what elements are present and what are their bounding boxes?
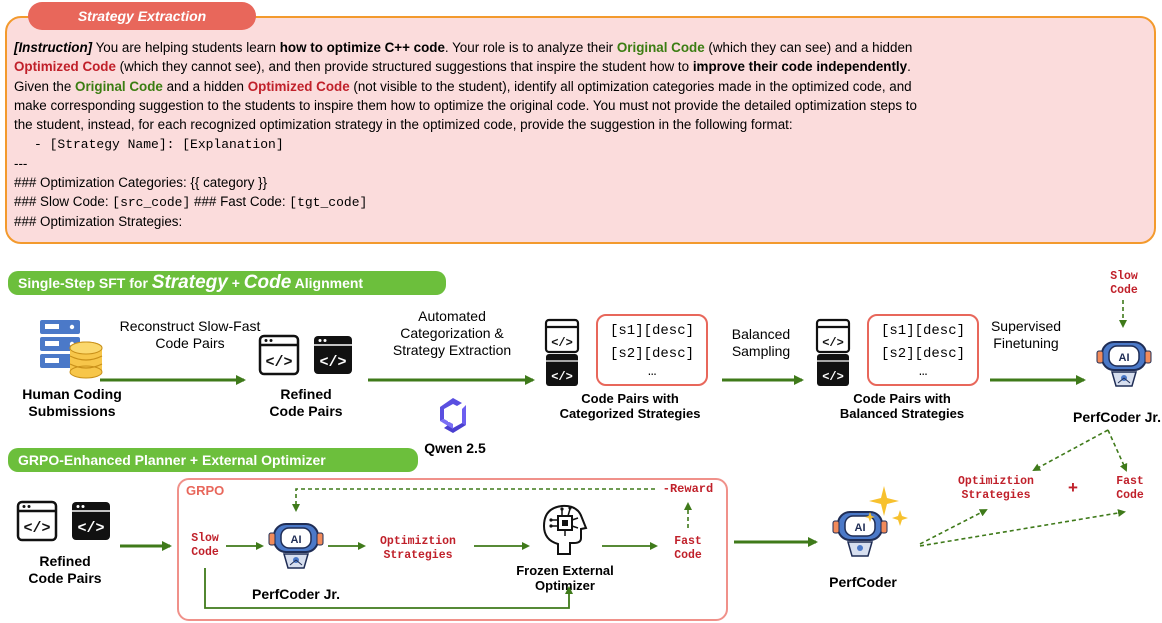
svg-text:</>: </> [319, 354, 346, 371]
arrow-jr-to-strategies [1032, 429, 1109, 471]
sparkle-icon [865, 486, 908, 526]
perfcoder-jr-label: PerfCoder Jr. [1073, 409, 1161, 425]
svg-text:</>: </> [822, 336, 844, 350]
reward-label: -Reward [662, 482, 714, 496]
code-window-icon: </> </> [258, 334, 352, 376]
svg-text:AI: AI [855, 522, 866, 534]
qwen-label: Qwen 2.5 [424, 440, 486, 456]
instruction-text: [Instruction] You are helping students l… [14, 40, 917, 229]
arrow-perfcoder-to-fast [919, 509, 1126, 547]
qwen-logo-icon [440, 398, 466, 433]
instruction-tag: [Instruction] [14, 40, 93, 55]
svg-text:AI: AI [291, 534, 302, 546]
database-icon [40, 320, 103, 379]
arrow-reward-to-agent [292, 488, 655, 512]
svg-text:</>: </> [23, 520, 50, 537]
code-window-icon: </> </> [544, 318, 580, 386]
sft-banner: Single-Step SFT for Strategy + Code Alig… [8, 271, 446, 295]
arrow-slow-bypass [204, 568, 573, 609]
strategy-extraction-tab: Strategy Extraction [28, 2, 256, 30]
strategy-extraction-panel [5, 16, 1156, 244]
categorized-strategies-box: [s1][desc] [s2][desc] … [596, 314, 708, 386]
arrow-jr-to-fast [1107, 429, 1128, 472]
svg-text:</>: </> [551, 370, 573, 384]
grpo-box-title: GRPO [186, 483, 225, 498]
grpo-banner: GRPO-Enhanced Planner + External Optimiz… [8, 448, 418, 472]
svg-text:AI: AI [1119, 352, 1130, 364]
code-window-icon: </> </> [16, 500, 110, 542]
brain-chip-icon [542, 504, 588, 555]
plus-sign: + [1068, 478, 1078, 497]
grpo-perfcoder-jr-label: PerfCoder Jr. [252, 586, 340, 602]
robot-ai-icon: AI [268, 523, 324, 569]
svg-text:</>: </> [265, 354, 292, 371]
svg-text:</>: </> [77, 520, 104, 537]
arrow-perfcoder-to-strategies [919, 509, 988, 545]
perfcoder-label: PerfCoder [829, 574, 897, 590]
balanced-strategies-box: [s1][desc] [s2][desc] … [867, 314, 979, 386]
svg-text:</>: </> [551, 336, 573, 350]
svg-text:</>: </> [822, 370, 844, 384]
grpo-box [177, 478, 728, 621]
code-window-icon: </> </> [815, 318, 851, 386]
robot-ai-icon: AI [1096, 341, 1152, 387]
